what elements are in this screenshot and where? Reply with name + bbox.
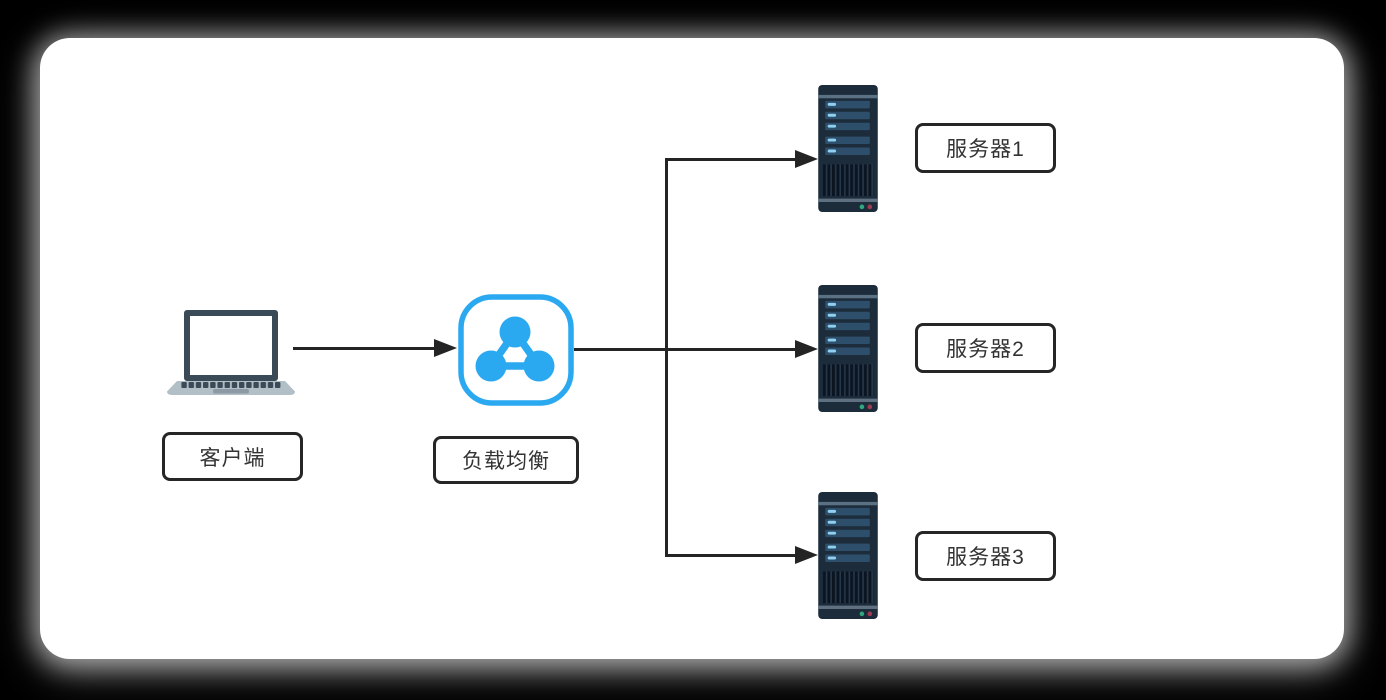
connector-branch-vertical	[664, 157, 668, 557]
server3-label-box: 服务器3	[915, 531, 1056, 581]
load-balancer-icon	[458, 294, 574, 406]
client-label-box: 客户端	[162, 432, 303, 481]
load-balancer-label: 负载均衡	[462, 450, 550, 473]
connector-lb-server2	[574, 347, 795, 351]
server1-label-box: 服务器1	[915, 123, 1056, 173]
server2-label: 服务器2	[946, 338, 1025, 361]
connector-client-lb	[293, 346, 435, 350]
arrowhead-server3	[795, 546, 818, 564]
load-balancer-label-box: 负载均衡	[433, 436, 579, 484]
server1-node	[818, 85, 878, 212]
server-icon	[818, 492, 878, 619]
arrowhead-server1	[795, 150, 818, 168]
server1-label: 服务器1	[946, 138, 1025, 161]
laptop-icon	[167, 310, 295, 395]
server3-label: 服务器3	[946, 546, 1025, 569]
client-label: 客户端	[199, 446, 266, 470]
server-icon	[818, 285, 878, 412]
server2-label-box: 服务器2	[915, 323, 1056, 373]
load-balancer-node	[458, 294, 574, 406]
connector-lb-server1	[664, 157, 795, 161]
server-icon	[818, 85, 878, 212]
connector-lb-server3	[664, 553, 795, 557]
arrowhead-server2	[795, 340, 818, 358]
arrowhead-client-lb	[434, 339, 457, 357]
server2-node	[818, 285, 878, 412]
server3-node	[818, 492, 878, 619]
client-node	[167, 310, 295, 397]
